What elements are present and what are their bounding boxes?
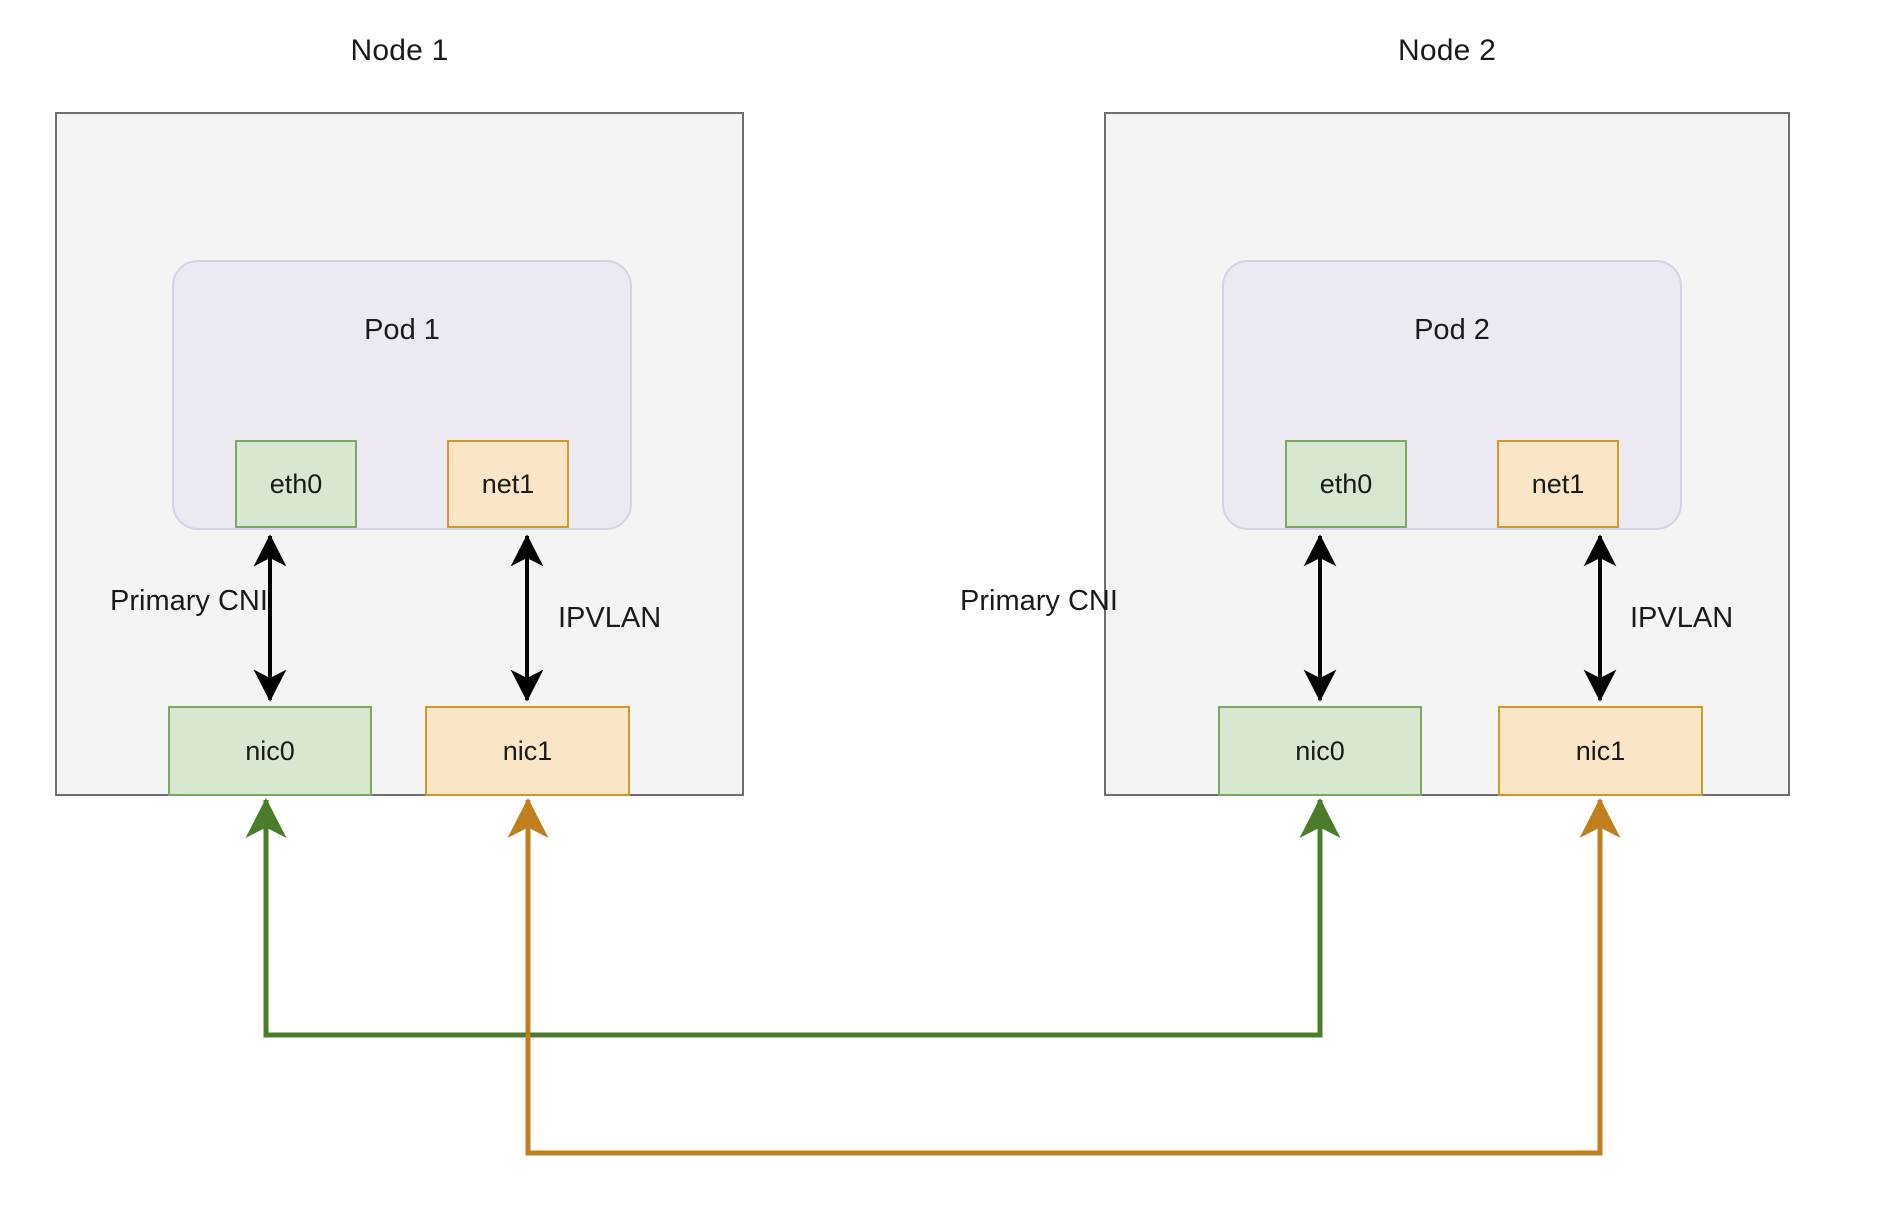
green-link-path [263,815,1323,1038]
node-1-nic1-box[interactable]: nic1 [425,706,630,796]
pod-2-net1-box[interactable]: net1 [1497,440,1619,528]
node-1-nic0-box[interactable]: nic0 [168,706,372,796]
pod-2-eth0-box[interactable]: eth0 [1285,440,1407,528]
node-2-nic0-box[interactable]: nic0 [1218,706,1422,796]
node-2-ipvlan-label: IPVLAN [1630,602,1734,634]
pod-1-eth0-box[interactable]: eth0 [235,440,357,528]
node-2-nic1-box[interactable]: nic1 [1498,706,1703,796]
node-1-title: Node 1 [350,34,449,67]
node-1-ipvlan-label: IPVLAN [558,602,662,634]
pod-1-label: Pod 1 [364,314,440,346]
node-2-primary-cni-label: Primary CNI [960,585,1118,617]
pod-1-net1-box[interactable]: net1 [447,440,569,528]
node-1-primary-cni-label: Primary CNI [110,585,268,617]
orange-link-path [525,815,1603,1156]
pod-2-label: Pod 2 [1414,314,1490,346]
node-2-title: Node 2 [1398,34,1496,67]
